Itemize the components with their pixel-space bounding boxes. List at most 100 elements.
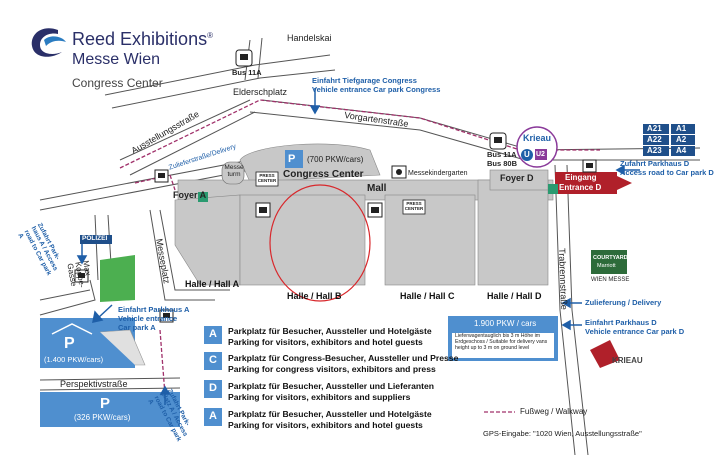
legend-2-de: Parkplatz für Congress-Besucher, Ausstel…	[228, 353, 459, 363]
press-center-label-1: PRESS CENTER	[257, 173, 277, 183]
krieau-label: Krieau	[523, 133, 552, 143]
walkway-path	[119, 99, 600, 396]
legend-1-en: Parking for visitors, exhibitors and hot…	[228, 337, 423, 347]
legend-parking-icon	[204, 326, 222, 426]
courtyard-logo	[591, 250, 627, 274]
parking-c-letter: P	[288, 153, 296, 165]
parking-a-count: (1.400 PKW/cars)	[44, 355, 104, 364]
parking-d-note: Lieferwagentauglich bis 3 m Höhe im Erdg…	[455, 333, 548, 351]
foyer-d-label: Foyer D	[500, 173, 534, 183]
u-badge: U	[524, 150, 530, 159]
legend-3-de: Parkplatz für Besucher, Aussteller und L…	[228, 381, 434, 391]
einfahrt-a-note-3: Car park A	[118, 323, 156, 332]
street-perspektivstrasse: Perspektivstraße	[60, 379, 128, 389]
entrance-d-label: Entrance D	[559, 183, 602, 192]
gps-note: GPS-Eingabe: "1020 Wien, Ausstellungsstr…	[483, 429, 642, 438]
bus-right-label-2: Bus 80B	[487, 159, 518, 168]
messeturm-label: Messe turm	[224, 164, 244, 178]
logo-venue: Congress Center	[72, 76, 163, 90]
entrance-d-arrow-icon	[617, 176, 632, 190]
street-elderschplatz: Elderschplatz	[233, 87, 288, 97]
press-center-label-2: PRESS CENTER	[404, 201, 424, 211]
legend-letter-2: C	[209, 354, 217, 366]
foyer-a-label: Foyer A	[173, 190, 207, 200]
hall-a-label: Halle / Hall A	[185, 279, 240, 289]
bus-right-label-1: Bus 11A	[487, 150, 517, 159]
ramp-icon	[99, 329, 146, 366]
parkhaus-d-note-2: Access road to Car park D	[620, 168, 714, 177]
polizei-badge	[80, 235, 112, 244]
bus-stop-icon	[235, 49, 253, 67]
einfahrt-d-note-2: Vehicle entrance Car park D	[585, 327, 685, 336]
motorway-a1: A1	[676, 124, 687, 133]
tiefgarage-note-1: Einfahrt Tiefgarage Congress	[312, 76, 417, 85]
mall-label: Mall	[367, 183, 387, 194]
motorway-a22: A22	[647, 135, 662, 144]
krieau-logo-icon	[590, 340, 620, 368]
atm-icon	[255, 202, 271, 218]
direction-arrows	[76, 88, 640, 405]
einfahrt-a-note-1: Einfahrt Parkhaus A	[118, 305, 190, 314]
parking-a2-letter: P	[100, 395, 111, 412]
tiefgarage-note-2: Vehicle entrance Car park Congress	[312, 85, 441, 94]
motorway-a21: A21	[647, 124, 662, 133]
logo-subtitle: Messe Wien	[72, 51, 161, 68]
legend-1-de: Parkplatz für Besucher, Aussteller und H…	[228, 326, 432, 336]
info-icon	[548, 184, 558, 194]
atm-icon	[367, 202, 383, 218]
parking-d-note-box	[452, 333, 554, 358]
legend-letter-3: D	[209, 382, 217, 394]
street-handelskai: Handelskai	[287, 33, 332, 43]
eingang-label: Eingang	[565, 173, 597, 182]
congress-center-label: Congress Center	[283, 169, 364, 180]
u2-badge: U2	[536, 151, 545, 158]
taxi-icon	[159, 309, 174, 323]
legend-4-en: Parking for visitors, exhibitors and hot…	[228, 420, 423, 430]
legend-4-de: Parkplatz für Besucher, Aussteller und H…	[228, 409, 432, 419]
wien-messe-label: WIEN MESSE	[591, 277, 630, 283]
u-station-icon	[521, 149, 533, 161]
polizei-label: POLIZEI	[82, 235, 108, 242]
motorway-signs	[643, 124, 695, 156]
parking-d-count: 1.900 PKW / cars	[474, 319, 537, 328]
taxi-icon	[154, 169, 169, 183]
hall-d-label: Halle / Hall D	[487, 291, 542, 301]
parking-a2-count: (326 PKW/cars)	[74, 413, 131, 422]
parkhaus-d-note-1: Zufahrt Parkhaus D	[620, 159, 690, 168]
reed-logo-icon	[31, 28, 66, 57]
congress-parking-label: (700 PKW/cars)	[307, 155, 364, 164]
green-area	[100, 255, 135, 302]
logo-title: Reed Exhibitions®	[72, 29, 213, 49]
krieau-brand-label: KRIEAU	[612, 356, 643, 365]
hall-b-label: Halle / Hall B	[287, 291, 342, 301]
legend-letter-1: A	[209, 328, 217, 340]
motorway-a2: A2	[676, 135, 687, 144]
einfahrt-a-note-2: Vehicle entrance	[118, 314, 178, 323]
entrance-d-box	[555, 172, 617, 194]
hall-b-highlight-circle	[269, 184, 371, 302]
taxi-icon	[582, 159, 597, 173]
walkway-legend-label: Fußweg / Walkway	[520, 407, 588, 416]
legend-3-en: Parking for visitors, exhibitors and sup…	[228, 392, 411, 402]
info-icon	[198, 192, 208, 202]
einfahrt-d-note-1: Einfahrt Parkhaus D	[585, 318, 657, 327]
press-center-box	[255, 171, 279, 187]
marriott-label: Marriott	[597, 263, 616, 269]
taxi-icon	[74, 269, 89, 283]
motorway-a4: A4	[676, 146, 687, 155]
kindergarten-icon	[391, 165, 407, 179]
parking-a2-area	[40, 392, 180, 427]
zulieferung-note: Zulieferung / Delivery	[585, 298, 662, 307]
messeturm-building	[221, 161, 245, 185]
parking-c-icon	[285, 150, 303, 168]
street-trabrennstrasse: Trabrennstraße	[557, 247, 570, 310]
garage-icon	[51, 323, 93, 335]
messekindergarten-label: Messekindergarten	[408, 170, 468, 177]
hall-c-label: Halle / Hall C	[400, 291, 455, 301]
legend-letter-4: A	[209, 410, 217, 422]
bus-stop-icon	[489, 132, 507, 150]
press-center-box	[402, 199, 426, 215]
legend-2-en: Parking for congress visitors, exhibitor…	[228, 364, 436, 374]
parking-a-letter: P	[64, 335, 75, 352]
